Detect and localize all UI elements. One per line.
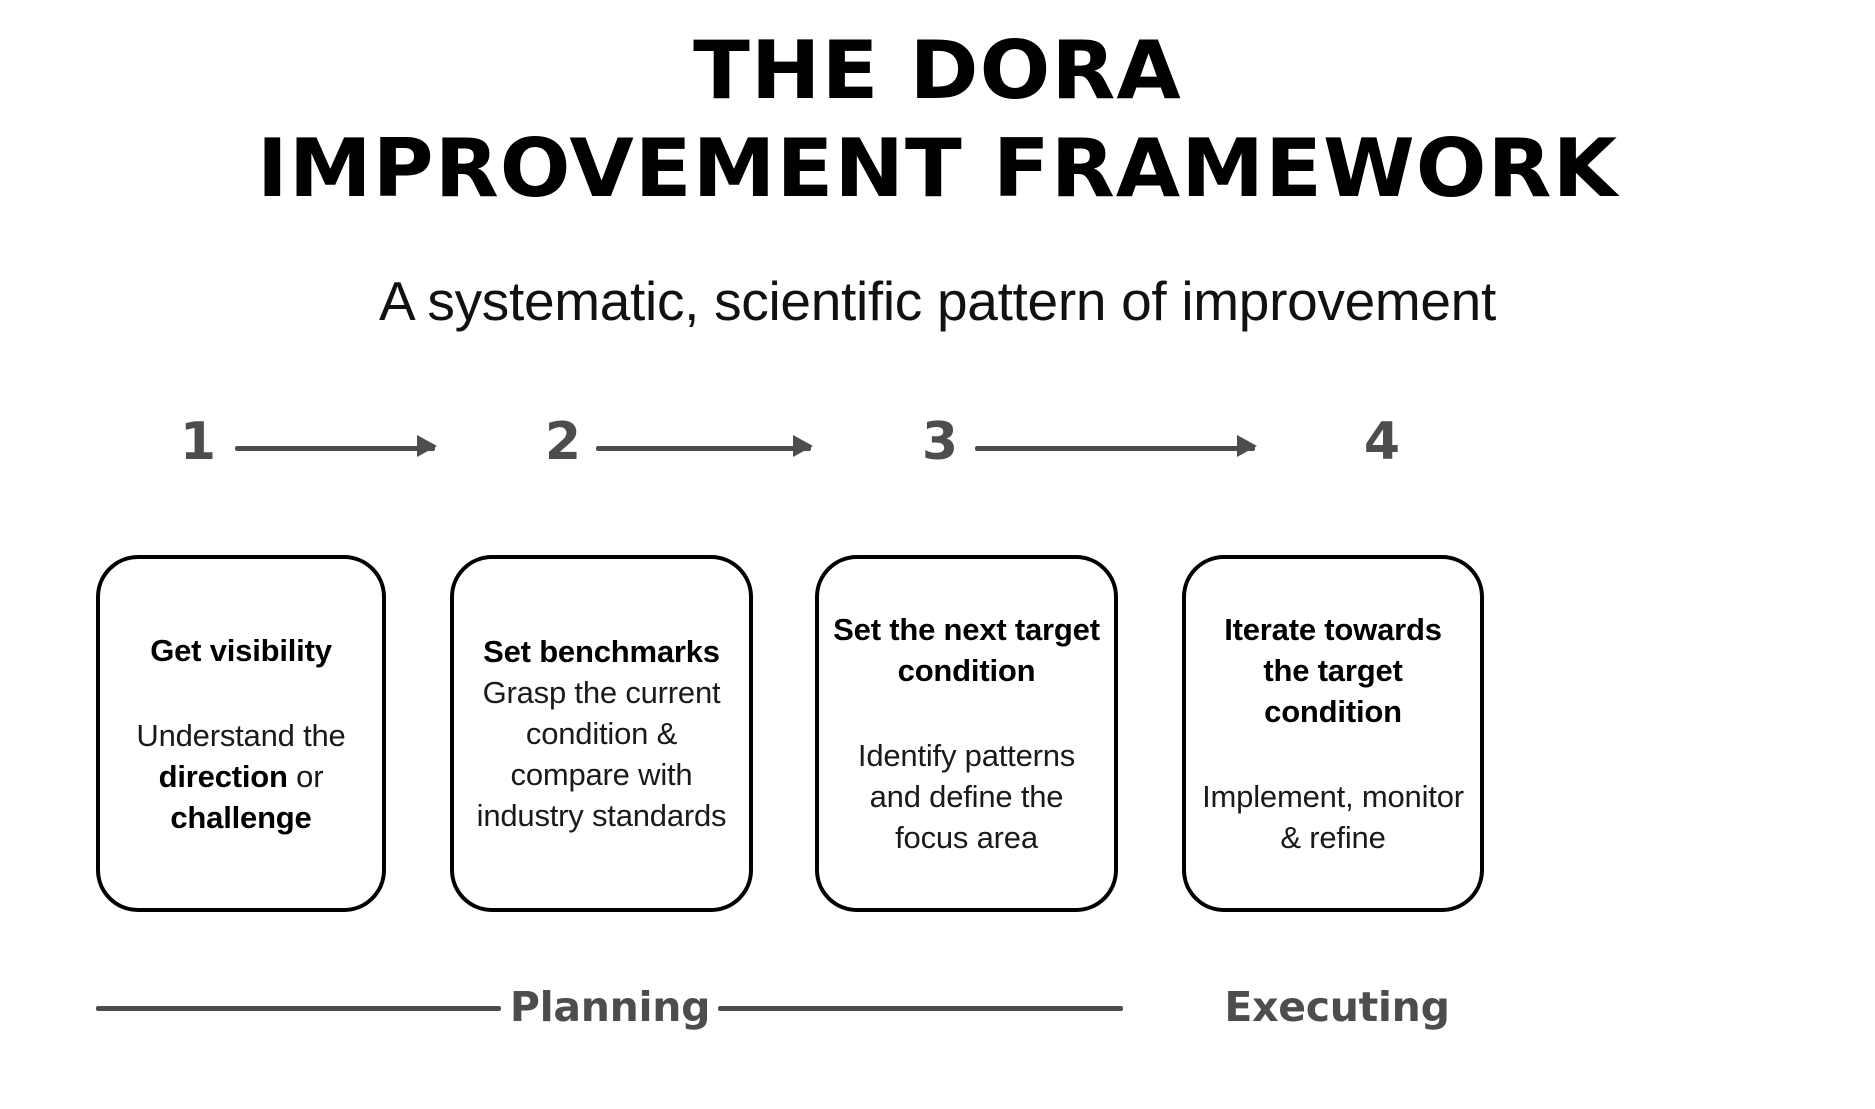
arrow-right-icon-2: [596, 435, 813, 457]
step-number-3: 3: [921, 412, 959, 472]
phase-label-planning: Planning: [509, 983, 711, 1031]
step-number-4: 4: [1363, 412, 1401, 472]
phase-bar: Planning Executing: [0, 978, 1875, 1038]
step-card-2-title: Set benchmarks: [483, 634, 720, 669]
phase-divider-line-left: [96, 1006, 501, 1011]
step-card-3: Set the next target condition Identify p…: [815, 555, 1118, 912]
steps-sequence: 1 2 3 4: [96, 412, 1579, 484]
arrow-right-icon-3: [975, 435, 1257, 457]
step-card-1: Get visibility Understand the direction …: [96, 555, 386, 912]
phase-divider-line-right: [718, 1006, 1123, 1011]
page-title-line-1: THE DORA: [693, 24, 1182, 117]
step-card-4: Iterate towards the target condition Imp…: [1182, 555, 1484, 912]
step-card-4-title: Iterate towards the target condition: [1224, 612, 1442, 729]
step-card-2-body: Grasp the current condition & compare wi…: [476, 675, 727, 833]
step-number-1: 1: [179, 412, 217, 472]
step-number-2: 2: [544, 412, 582, 472]
arrow-shaft: [235, 446, 435, 451]
page-title-line-2: IMPROVEMENT FRAMEWORK: [256, 122, 1619, 215]
step-card-2: Set benchmarks Grasp the current conditi…: [450, 555, 753, 912]
body-text-bold-direction: direction: [158, 758, 288, 794]
step-card-3-body: Identify patterns and define the focus a…: [857, 738, 1076, 855]
phase-label-executing: Executing: [1224, 983, 1450, 1031]
arrow-head: [1237, 435, 1257, 457]
arrow-shaft: [975, 446, 1255, 451]
page-subtitle: A systematic, scientific pattern of impr…: [379, 270, 1496, 332]
arrow-head: [417, 435, 437, 457]
arrow-shaft: [596, 446, 811, 451]
body-text-prefix: Understand the: [136, 717, 346, 753]
step-card-4-body: Implement, monitor & refine: [1202, 779, 1464, 855]
arrow-right-icon-1: [235, 435, 437, 457]
page-title: THE DORA IMPROVEMENT FRAMEWORK: [0, 22, 1875, 218]
step-card-3-title: Set the next target condition: [833, 612, 1100, 688]
body-text-middle: or: [287, 758, 324, 794]
body-text-bold-challenge: challenge: [170, 799, 312, 835]
step-card-1-title: Get visibility: [150, 632, 332, 668]
arrow-head: [793, 435, 813, 457]
step-card-1-body: Understand the direction or challenge: [114, 715, 368, 838]
